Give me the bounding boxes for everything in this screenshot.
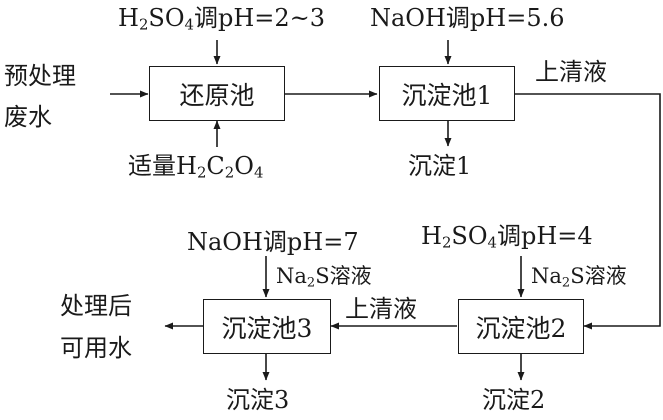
reagent-sulfuric-acid-ph2-3: H2SO4调pH=2~3 [118, 4, 326, 34]
supernatant-label-2: 上清液 [345, 295, 417, 323]
reagent-sulfuric-acid-ph4: H2SO4调pH=4 [421, 222, 593, 252]
precipitation-tank-3-label: 沉淀池3 [221, 313, 313, 343]
reagent-sodium-sulfide-left-text: 溶液 [329, 264, 372, 288]
reduction-tank-label: 还原池 [179, 80, 255, 110]
reagent-oxalic-acid-prefix: 适量 [128, 152, 176, 180]
reagent-sodium-sulfide-right-text: 溶液 [584, 264, 627, 288]
reagent-sodium-sulfide-left: Na2S溶液 [276, 264, 372, 291]
precipitate-3-label: 沉淀3 [226, 386, 290, 414]
reagent-sulfuric-acid-ph2-3-text: 调pH=2~3 [194, 4, 326, 32]
reagent-sodium-sulfide-right: Na2S溶液 [531, 264, 627, 291]
precipitation-tank-1: 沉淀池1 [379, 66, 515, 121]
arrow-supernatant1-to-precip2 [515, 93, 661, 330]
output-label-line2: 可用水 [60, 334, 132, 362]
precipitation-tank-2-label: 沉淀池2 [475, 313, 567, 343]
precipitation-tank-2: 沉淀池2 [458, 299, 584, 354]
supernatant-label-1: 上清液 [535, 58, 607, 86]
feed-label-line1: 预处理 [4, 62, 76, 90]
output-label-line1: 处理后 [60, 292, 132, 320]
reagent-sulfuric-acid-ph4-text: 调pH=4 [497, 222, 593, 250]
reagent-oxalic-acid: 适量H2C2O4 [128, 152, 264, 182]
precipitation-tank-3: 沉淀池3 [203, 299, 331, 354]
precipitate-2-label: 沉淀2 [482, 386, 546, 414]
reagent-naoh-ph5-6: NaOH调pH=5.6 [370, 4, 565, 32]
precipitate-1-label: 沉淀1 [408, 152, 472, 180]
feed-label-line2: 废水 [4, 103, 52, 131]
reduction-tank: 还原池 [149, 66, 285, 121]
precipitation-tank-1-label: 沉淀池1 [401, 80, 493, 110]
reagent-naoh-ph7: NaOH调pH=7 [187, 228, 359, 256]
